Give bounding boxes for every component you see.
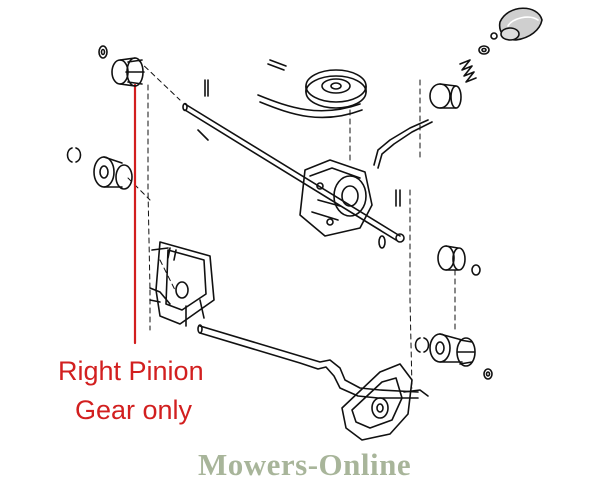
knob-icon: [498, 7, 543, 41]
gearbox-icon: [299, 159, 373, 237]
bushing-icon: [429, 83, 462, 109]
pulley-icon: [305, 69, 367, 109]
washer-icon: [378, 233, 405, 249]
pin-icon: [395, 189, 401, 207]
washer-icon: [98, 45, 108, 59]
spring-icon: [459, 59, 477, 83]
axle-shaft-icon: [182, 102, 401, 241]
callout-label-line1: Right Pinion: [58, 356, 204, 386]
wheel-bracket-icon: [149, 241, 215, 327]
washer-icon: [483, 368, 493, 380]
pinion-gear-icon: [437, 245, 466, 271]
assembly-guide-lines: [127, 59, 456, 389]
washer-icon: [471, 264, 481, 276]
washer-icon: [478, 45, 490, 55]
drive-gear-icon: [429, 333, 476, 367]
pin-icon: [267, 59, 287, 71]
pinion-bushing-icon: [93, 156, 133, 190]
callout-label-line2: Gear only: [75, 395, 193, 425]
watermark-text: Mowers-Online: [198, 447, 412, 482]
clip-ring-icon: [414, 337, 430, 353]
shift-rod-icon: [373, 119, 433, 169]
axle-shaft-icon: [197, 324, 419, 399]
pin-icon: [197, 129, 209, 141]
pin-icon: [204, 79, 209, 97]
pinion-gear-icon: [111, 57, 145, 87]
washer-icon: [490, 32, 498, 40]
clip-ring-icon: [66, 147, 82, 163]
wheel-bracket-icon: [341, 363, 429, 441]
